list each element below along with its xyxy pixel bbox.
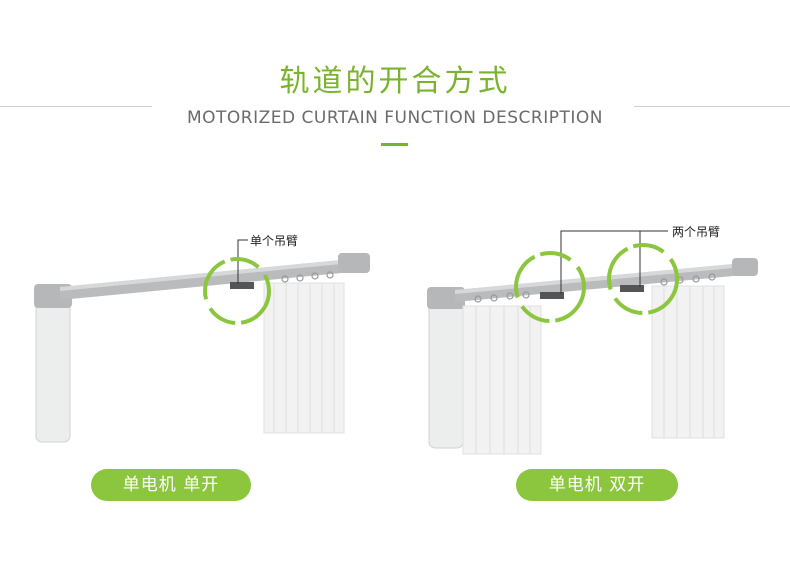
- arm-label-single: 单个吊臂: [250, 234, 299, 248]
- rail-end-cap: [732, 258, 758, 276]
- curtain-panel-right: [651, 285, 725, 439]
- curtain-panel: [263, 282, 345, 434]
- curtain-panel-left: [462, 305, 542, 455]
- motor-body: [428, 291, 464, 449]
- mode-label-double-open: 单电机 双开: [516, 469, 678, 501]
- rail-end-cap: [338, 253, 370, 273]
- page-subtitle: MOTORIZED CURTAIN FUNCTION DESCRIPTION: [186, 108, 603, 128]
- arm-callout-line: [560, 230, 668, 294]
- highlight-circle-left: [514, 251, 586, 323]
- curtain-hooks: [281, 271, 334, 283]
- mode-label-single-open: 单电机 单开: [91, 469, 251, 501]
- page-title: 轨道的开合方式: [279, 64, 511, 99]
- header-divider-right: [634, 106, 790, 107]
- header-divider-left: [0, 106, 152, 107]
- arm-label-double: 两个吊臂: [672, 225, 721, 239]
- hanging-arm: [230, 282, 254, 289]
- hanging-arm-left: [540, 292, 564, 299]
- hanging-arm-right: [620, 285, 644, 292]
- highlight-circle-right: [607, 243, 679, 315]
- highlight-circle: [203, 257, 271, 325]
- arm-callout-line: [237, 239, 248, 284]
- title-accent-bar: [381, 143, 408, 146]
